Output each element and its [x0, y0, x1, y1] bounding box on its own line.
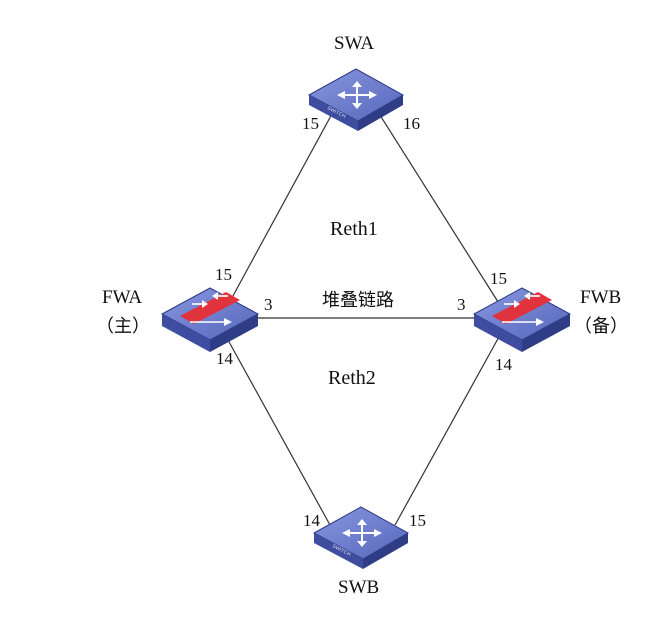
port-fwb-bottom: 14 [495, 355, 512, 374]
port-swa-left: 15 [302, 114, 319, 133]
port-swb-right: 15 [409, 511, 426, 530]
swb-label: SWB [338, 577, 380, 598]
swa-label: SWA [334, 33, 375, 54]
link-fwb-swb [394, 334, 501, 526]
stack-link-label: 堆叠链路 [322, 290, 394, 311]
fwb-role-label: （备） [574, 316, 628, 337]
link-swa-fwb [377, 111, 501, 306]
port-fwb-left: 3 [457, 295, 466, 314]
port-fwa-bottom: 14 [216, 349, 233, 368]
link-fwa-swb [227, 339, 331, 526]
port-swa-right: 16 [403, 114, 420, 133]
port-fwb-top: 15 [490, 269, 507, 288]
reth2-label: Reth2 [328, 367, 376, 389]
firewall-fwa-icon[interactable] [160, 287, 260, 352]
fwa-role-label: （主） [96, 316, 150, 337]
port-fwa-right: 3 [264, 295, 273, 314]
reth1-label: Reth1 [330, 218, 378, 240]
fwa-label: FWA [102, 287, 143, 308]
switch-swa-icon[interactable]: SWITCH [307, 68, 405, 131]
fwb-label: FWB [580, 287, 622, 308]
port-swb-left: 14 [303, 511, 320, 530]
port-fwa-top: 15 [215, 265, 232, 284]
switch-swb-icon[interactable]: SWITCH [312, 506, 410, 569]
link-swa-fwa [227, 111, 334, 306]
firewall-fwb-icon[interactable] [472, 287, 572, 352]
